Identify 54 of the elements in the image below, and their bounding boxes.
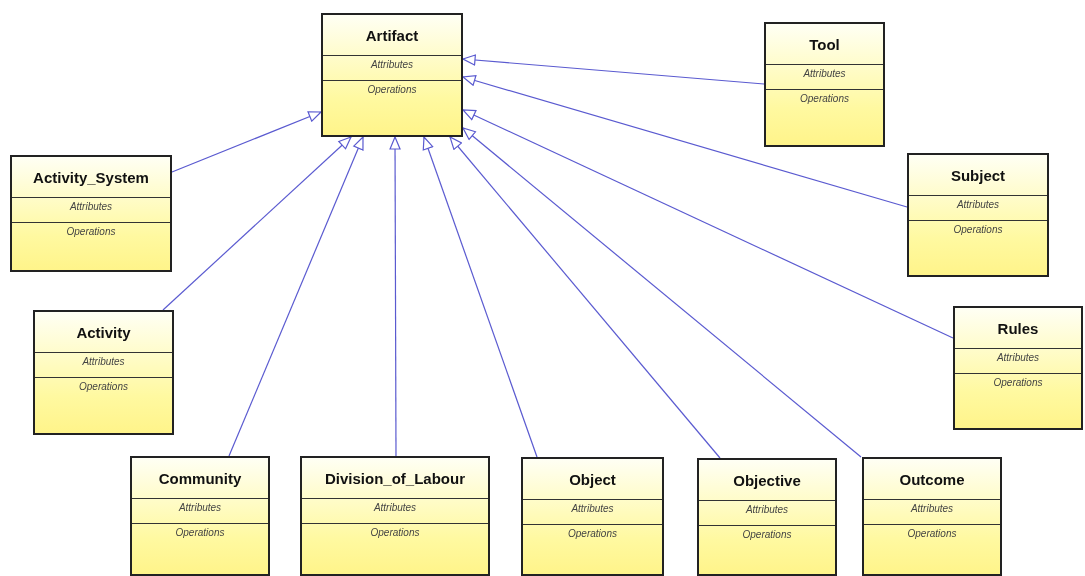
class-box	[953, 306, 1083, 430]
operations-label: Operations	[742, 528, 792, 540]
class-box	[764, 22, 885, 147]
class-name: Rules	[997, 319, 1039, 337]
inheritance-arrow	[462, 109, 954, 339]
operations-label: Operations	[953, 223, 1003, 235]
class-name: Artifact	[365, 26, 419, 44]
class-box	[300, 456, 490, 576]
class-name: Community	[158, 469, 242, 487]
class-name: Tool	[809, 35, 840, 53]
class-box	[10, 155, 172, 272]
operations-label: Operations	[993, 376, 1043, 388]
attributes-label: Attributes	[803, 67, 846, 79]
inheritance-arrow	[462, 127, 862, 458]
attributes-label: Attributes	[69, 200, 113, 212]
attributes-label: Attributes	[178, 501, 222, 513]
attributes-label: Attributes	[996, 351, 1040, 363]
inheritance-arrow	[171, 111, 322, 173]
attributes-label: Attributes	[82, 355, 125, 367]
operations-label: Operations	[800, 92, 849, 104]
operations-label: Operations	[568, 527, 617, 539]
inheritance-arrow	[462, 54, 765, 85]
inheritance-arrow	[162, 136, 352, 311]
operations-label: Operations	[367, 83, 417, 95]
class-name: Object	[569, 470, 616, 488]
attributes-label: Attributes	[745, 503, 789, 515]
inheritance-arrow	[449, 136, 721, 459]
attributes-label: Attributes	[910, 502, 954, 514]
class-name: Activity_System	[33, 168, 149, 186]
attributes-label: Attributes	[373, 501, 417, 513]
class-box	[521, 457, 664, 576]
class-box	[33, 310, 174, 435]
class-name: Division_of_Labour	[325, 469, 465, 487]
class-name: Outcome	[899, 470, 965, 488]
attributes-label: Attributes	[571, 502, 614, 514]
inheritance-arrow	[228, 136, 364, 457]
class-box	[130, 456, 270, 576]
operations-label: Operations	[907, 527, 957, 539]
operations-label: Operations	[370, 526, 420, 538]
class-box	[907, 153, 1049, 277]
inheritance-arrow	[389, 136, 401, 457]
inheritance-arrow	[462, 74, 908, 208]
operations-label: Operations	[175, 526, 225, 538]
operations-label: Operations	[66, 225, 116, 237]
operations-label: Operations	[79, 380, 128, 392]
class-name: Objective	[733, 471, 801, 489]
attributes-label: Attributes	[370, 58, 414, 70]
class-box	[321, 13, 463, 137]
class-box	[862, 457, 1002, 576]
class-name: Subject	[950, 166, 1006, 184]
attributes-label: Attributes	[956, 198, 1000, 210]
class-name: Activity	[76, 323, 131, 341]
class-box	[697, 458, 837, 576]
inheritance-arrow	[422, 136, 538, 458]
